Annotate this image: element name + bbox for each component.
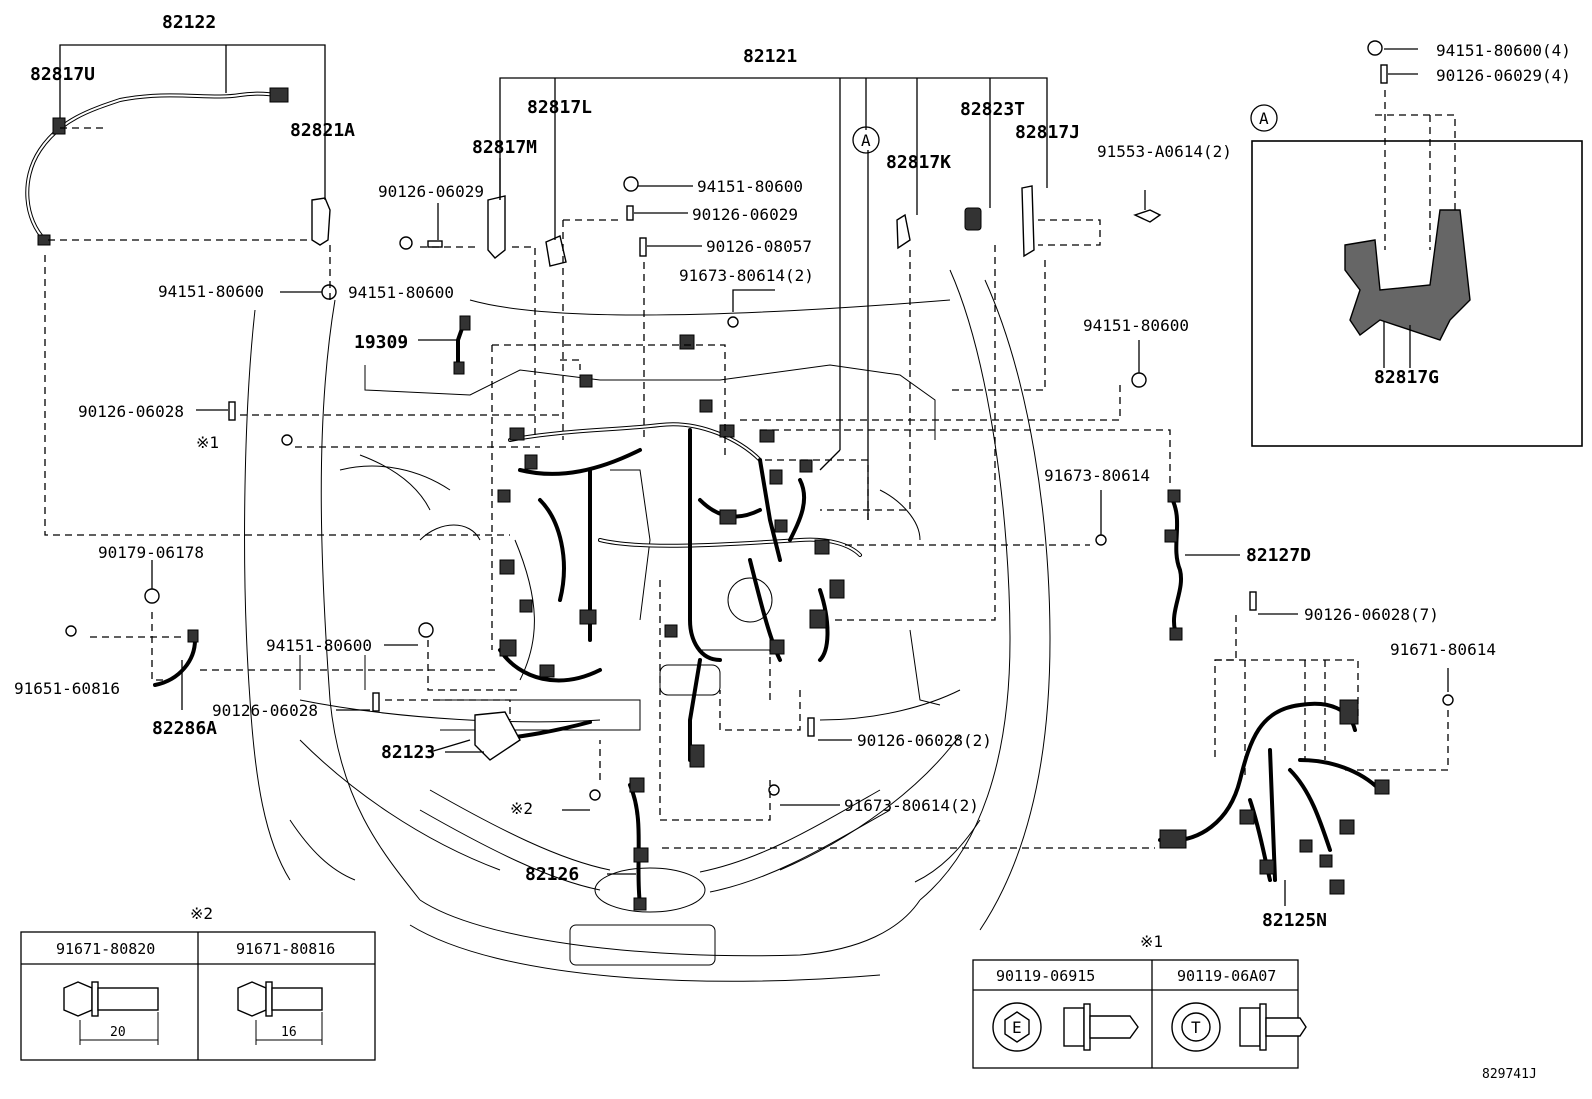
label-82817K: 82817K — [886, 152, 951, 173]
label-82286A: 82286A — [152, 718, 217, 739]
bolt-head-e-icon — [992, 1002, 1042, 1052]
diagram-id: 829741J — [1482, 1067, 1537, 1082]
label-82823T: 82823T — [960, 99, 1025, 120]
main-engine-harness — [497, 334, 862, 768]
label-90126-06028-7: 90126-06028(7) — [1304, 605, 1439, 624]
label-94151-80600-right: 94151-80600 — [1083, 316, 1189, 335]
harness-82122 — [25, 87, 331, 246]
label-90126-06028-2: 90126-06028(2) — [857, 731, 992, 750]
table-note1: ※1 90119-06915 90119-06A07 E T — [972, 932, 1307, 1069]
table-note2-col1: 91671-80820 — [56, 940, 155, 958]
leader-lines — [59, 44, 1449, 906]
table-note2-dim2: 16 — [281, 1025, 297, 1040]
label-82121: 82121 — [743, 46, 797, 67]
label-94151-80600-left: 94151-80600 — [158, 282, 264, 301]
label-91673-80614-right: 91673-80614 — [1044, 466, 1150, 485]
callout-circle-a-center — [852, 126, 880, 154]
label-callout-a-center: A — [861, 131, 871, 150]
flange-bolt-icon-2 — [237, 981, 323, 1017]
label-82126: 82126 — [525, 864, 579, 885]
bolt-side-e-icon — [1063, 1003, 1139, 1051]
table-note2-col2: 91671-80816 — [236, 940, 335, 958]
label-82817U: 82817U — [30, 64, 95, 85]
label-90126-08057: 90126-08057 — [706, 237, 812, 256]
callout-circle-a-box — [1250, 104, 1278, 132]
table-note1-col2: 90119-06A07 — [1177, 967, 1276, 985]
label-91553-a0614-2: 91553-A0614(2) — [1097, 142, 1232, 161]
label-90126-06028-left: 90126-06028 — [78, 402, 184, 421]
label-91673-80614-2-top: 91673-80614(2) — [679, 266, 814, 285]
label-94151-80600-4: 94151-80600(4) — [1436, 41, 1571, 60]
brackets-and-fasteners — [65, 40, 1454, 911]
label-90179-06178: 90179-06178 — [98, 543, 204, 562]
label-90126-06029-a: 90126-06029 — [378, 182, 484, 201]
table-note2: ※2 91671-80820 91671-80816 20 16 — [20, 904, 376, 1061]
label-82821A: 82821A — [290, 120, 355, 141]
table-note1-col1: 90119-06915 — [996, 967, 1095, 985]
label-91651-60816: 91651-60816 — [14, 679, 120, 698]
table-note1-mark2: T — [1191, 1018, 1201, 1037]
label-note1-marker: ※1 — [196, 433, 219, 452]
label-94151-80600-center: 94151-80600 — [697, 177, 803, 196]
label-90126-06029-4: 90126-06029(4) — [1436, 66, 1571, 85]
label-91671-80614: 91671-80614 — [1390, 640, 1496, 659]
label-90126-06028-lower: 90126-06028 — [212, 701, 318, 720]
label-82127D: 82127D — [1246, 545, 1311, 566]
label-82123: 82123 — [381, 742, 435, 763]
label-90126-06029-b: 90126-06029 — [692, 205, 798, 224]
label-82125N: 82125N — [1262, 910, 1327, 931]
flange-bolt-icon-1 — [63, 981, 159, 1017]
table-note2-dim1: 20 — [110, 1025, 126, 1040]
engine-bay-outline — [244, 269, 1051, 982]
table-note2-title: ※2 — [190, 904, 213, 923]
label-82817G: 82817G — [1374, 367, 1439, 388]
dashed-routing-lines — [44, 90, 1456, 849]
bolt-side-t-icon — [1239, 1003, 1307, 1051]
label-callout-a-box: A — [1259, 109, 1269, 128]
callout-circles — [852, 104, 1278, 154]
table-note1-title: ※1 — [1140, 932, 1163, 951]
label-94151-80600-lower: 94151-80600 — [266, 636, 372, 655]
label-82817J: 82817J — [1015, 122, 1080, 143]
label-19309: 19309 — [354, 332, 408, 353]
bolt-head-t-icon — [1171, 1002, 1221, 1052]
label-82817L: 82817L — [527, 97, 592, 118]
label-82817M: 82817M — [472, 137, 537, 158]
label-91673-80614-2-bottom: 91673-80614(2) — [844, 796, 979, 815]
label-82122: 82122 — [162, 12, 216, 33]
callout-labels: 82122 82817U 82821A 94151-80600 94151-80… — [14, 12, 1571, 1082]
label-note2-marker: ※2 — [510, 799, 533, 818]
detail-box-a — [1251, 140, 1583, 447]
table-note1-mark1: E — [1012, 1018, 1022, 1037]
label-94151-80600-left-b: 94151-80600 — [348, 283, 454, 302]
